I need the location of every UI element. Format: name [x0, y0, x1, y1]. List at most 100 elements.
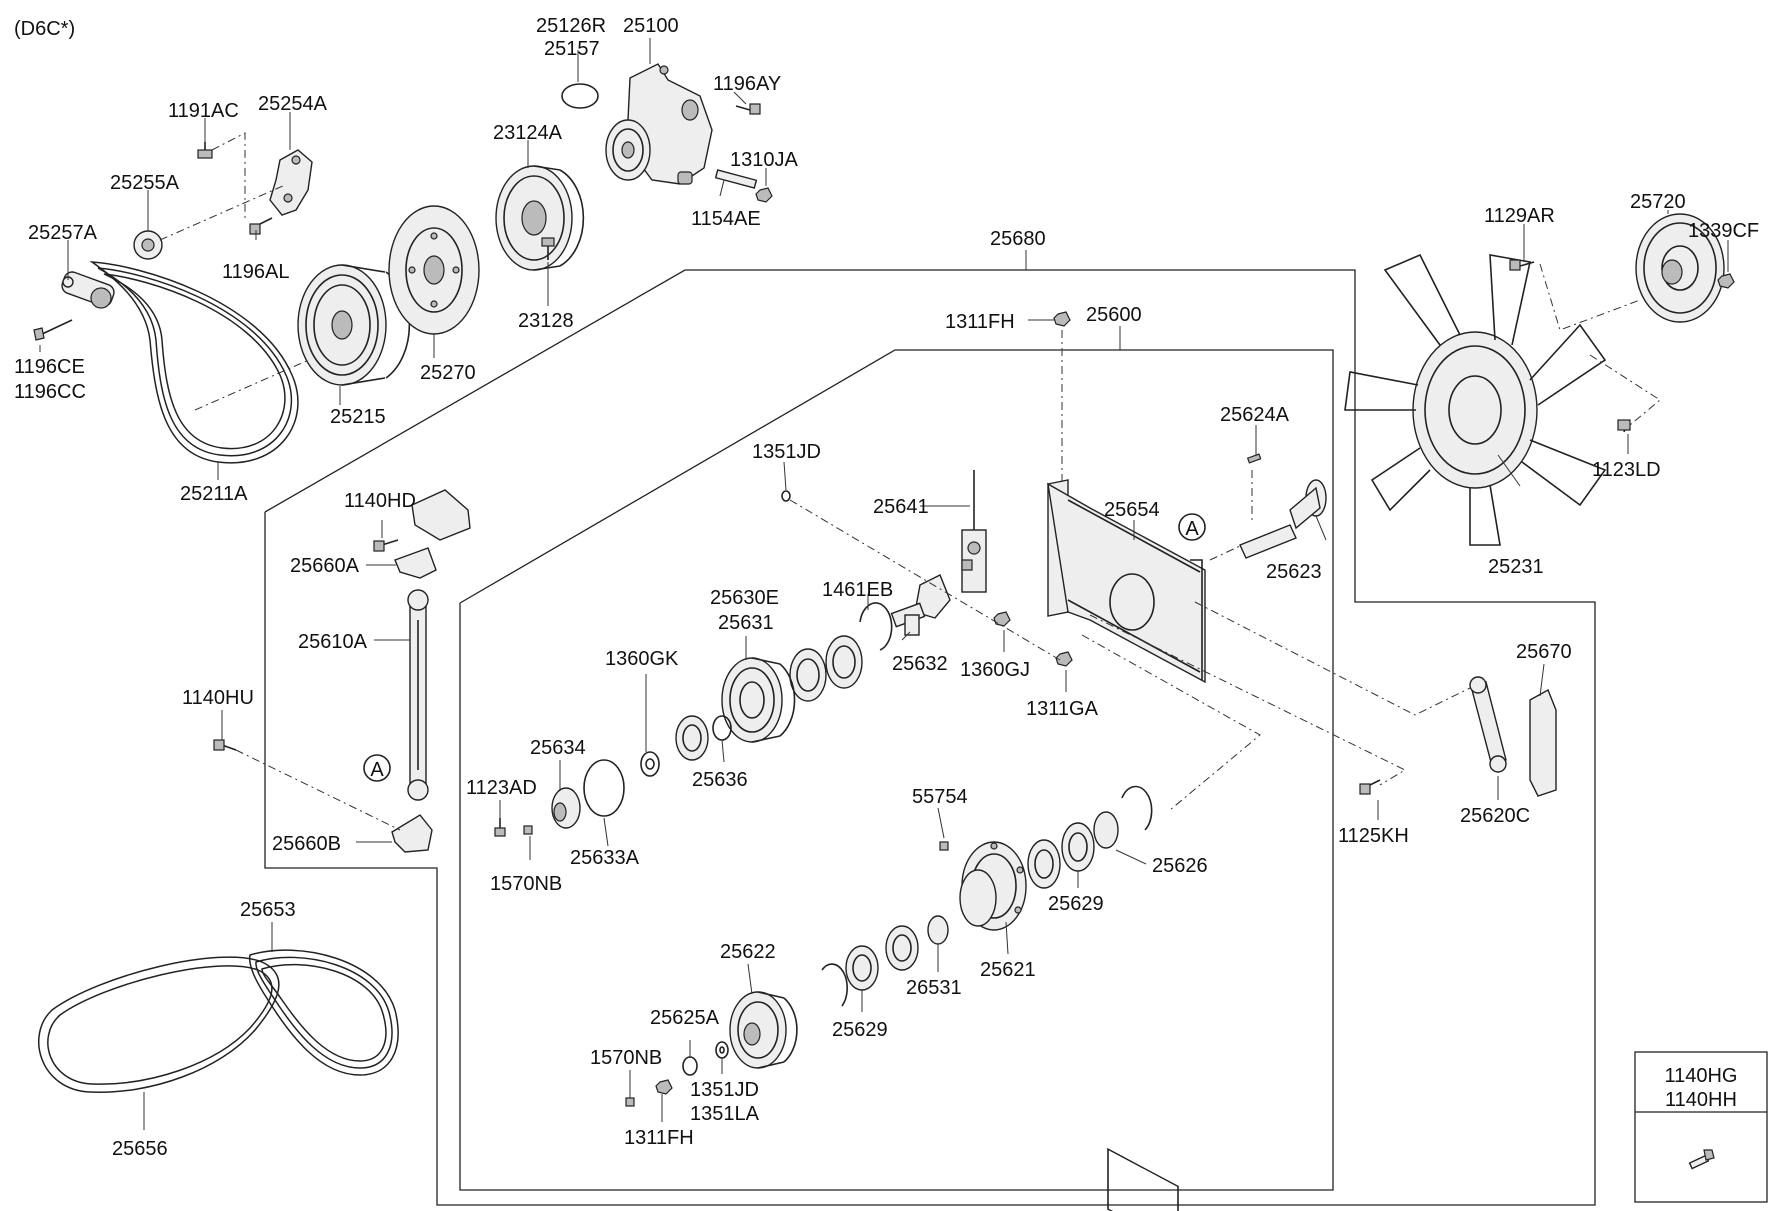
- leader-bracket: [211, 132, 246, 220]
- legend-bolt-icon: [1688, 1149, 1715, 1170]
- label-1196CC: 1196CC: [14, 381, 86, 403]
- variant-label: (D6C*): [14, 18, 75, 40]
- label-25600: 25600: [1086, 304, 1142, 326]
- pulley-25215-icon: [297, 264, 411, 386]
- label-25157: 25157: [544, 38, 600, 60]
- legend-box: [1634, 1051, 1768, 1203]
- leader-axis-lower: [1081, 634, 1261, 811]
- label-25620C: 25620C: [1460, 805, 1530, 827]
- label-1339CF: 1339CF: [1688, 220, 1759, 242]
- label-25231: 25231: [1488, 556, 1544, 578]
- nut-1311FH-b-icon: [655, 1079, 673, 1095]
- label-1311GA: 1311GA: [1026, 698, 1099, 720]
- label-1351LA: 1351LA: [690, 1103, 760, 1125]
- label-1570NB-b: 1570NB: [590, 1047, 662, 1069]
- label-1311FH-b: 1311FH: [624, 1127, 694, 1149]
- label-1570NB-a: 1570NB: [490, 873, 562, 895]
- bolt-1196AY-icon: [735, 103, 761, 115]
- bolt-1129AR-icon: [1509, 259, 1535, 271]
- leader-fan-clutch: [1539, 263, 1641, 331]
- washer-1360GK-icon: [640, 751, 660, 777]
- bracket-25660A-icon: [394, 547, 437, 579]
- washer-25625A-icon: [682, 1056, 698, 1076]
- label-25100: 25100: [623, 15, 679, 37]
- label-1351JD-top: 1351JD: [752, 441, 821, 463]
- bearing-25636-c-icon: [789, 648, 827, 702]
- label-25270: 25270: [420, 362, 476, 384]
- label-1360GK: 1360GK: [605, 648, 679, 670]
- bearing-25636-icon: [675, 715, 709, 761]
- fan-25231-icon: [1344, 253, 1607, 546]
- label-1310JA: 1310JA: [730, 149, 798, 171]
- legend-line-2: 1140HH: [1665, 1089, 1737, 1111]
- nut-1360GJ-icon: [993, 611, 1011, 627]
- label-25629-a: 25629: [1048, 893, 1104, 915]
- label-1154AE: 1154AE: [691, 208, 761, 230]
- nut-1310JA-icon: [755, 187, 773, 203]
- label-25625A: 25625A: [650, 1007, 720, 1029]
- stud-1154AE-icon: [714, 169, 758, 189]
- label-1461EB: 1461EB: [822, 579, 893, 601]
- bolt-1570NB-b-icon: [625, 1097, 635, 1107]
- label-25632: 25632: [892, 653, 948, 675]
- label-25636: 25636: [692, 769, 748, 791]
- label-25610A: 25610A: [298, 631, 368, 653]
- label-25654: 25654: [1104, 499, 1160, 521]
- label-1140HD: 1140HD: [344, 490, 416, 512]
- label-25624A: 25624A: [1220, 404, 1290, 426]
- label-1311FH-top: 1311FH: [945, 311, 1015, 333]
- bolt-1570NB-a-icon: [523, 825, 533, 835]
- bolt-1196CE-icon: [33, 319, 73, 341]
- label-1129AR: 1129AR: [1484, 205, 1555, 227]
- label-25630E: 25630E: [710, 587, 779, 609]
- bolt-23128-icon: [541, 237, 555, 260]
- key-25624A-icon: [1246, 453, 1262, 464]
- pulley-25622-icon: [729, 991, 798, 1069]
- label-25621: 25621: [980, 959, 1036, 981]
- belt-25211A-icon: [89, 261, 299, 464]
- nut-1311FH-top-icon: [1053, 311, 1071, 327]
- label-1125KH: 1125KH: [1338, 825, 1409, 847]
- label-25720: 25720: [1630, 191, 1686, 213]
- bolt-1191AC-icon: [197, 142, 213, 159]
- legend-line-1: 1140HG: [1664, 1065, 1737, 1087]
- water-pump-25100-icon: [605, 63, 713, 185]
- callout-a-left: A: [363, 754, 391, 782]
- label-1196AY: 1196AY: [713, 73, 781, 95]
- snap-ring-25633A-icon: [583, 759, 625, 817]
- belt-25653-icon: [248, 949, 399, 1076]
- bearing-25629-b-icon: [845, 945, 879, 991]
- label-leaders: [39, 38, 1729, 1130]
- label-25631: 25631: [718, 612, 774, 634]
- pulley-23124A-icon: [495, 165, 585, 271]
- label-25660B: 25660B: [272, 833, 341, 855]
- hub-25621-icon: [959, 841, 1027, 931]
- washer-1351JD-b-icon: [715, 1041, 729, 1059]
- label-25641: 25641: [873, 496, 929, 518]
- bearing-25636-b-icon: [825, 635, 863, 689]
- bearing-25629-c-icon: [1027, 839, 1061, 889]
- bolt-1125KH-icon: [1359, 779, 1381, 795]
- damper-25270-icon: [388, 205, 480, 335]
- label-25254A: 25254A: [258, 93, 328, 115]
- label-1196CE: 1196CE: [14, 356, 85, 378]
- label-25622: 25622: [720, 941, 776, 963]
- label-25653: 25653: [240, 899, 296, 921]
- bearing-25626-icon: [1093, 811, 1119, 849]
- label-1360GJ: 1360GJ: [960, 659, 1030, 681]
- leader-fan-bolt: [1589, 354, 1661, 426]
- bolt-1140HU-icon: [213, 739, 237, 751]
- label-25629-b: 25629: [832, 1019, 888, 1041]
- leader-arm-right: [1194, 601, 1471, 716]
- leader-idler: [159, 184, 286, 241]
- tensioner-25257A-icon: [61, 271, 115, 309]
- fan-clutch-25720-icon: [1635, 213, 1725, 323]
- label-23128: 23128: [518, 310, 574, 332]
- leader-belt: [194, 354, 321, 411]
- bolt-1140HD-icon: [373, 539, 399, 552]
- idler-25255A-icon: [133, 230, 163, 260]
- label-25634: 25634: [530, 737, 586, 759]
- bracket-25670-icon: [1529, 689, 1557, 797]
